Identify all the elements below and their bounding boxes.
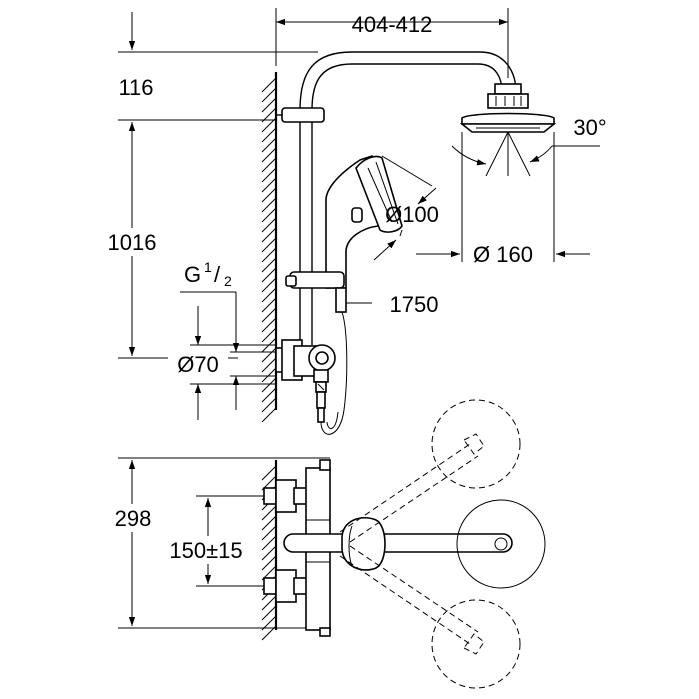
wall-hatch-line [261,227,277,243]
wall-hatch-line [261,347,277,363]
overall-width-dimension: 404-412 [275,8,509,78]
top-offset-dimension: 116 [118,12,318,121]
wall-hatch-line [261,317,277,333]
shower-arm-plan [283,499,546,589]
wall-hatch-line [261,397,277,413]
wall-hatch-line [261,515,277,531]
wall-hatch-line [261,277,277,293]
wall-hatch-line [261,465,277,481]
wall-hatch-line [261,147,277,163]
wall-hatch-line [261,377,277,393]
rail-height-dimension: 1016 [100,122,238,359]
hand-diameter-label: Ø100 [385,202,439,227]
spray-angle-label: 30° [573,115,606,140]
wall-hatch-line [261,187,277,203]
flange-diameter-label: Ø70 [177,352,219,377]
wall-hatch-line [261,605,277,621]
wall-hatch-line [261,327,277,343]
mixer-height-label: 298 [115,506,152,531]
connection-dimensions: G 1 / 2 Ø70 [168,259,276,420]
wall-hatch-line [261,595,277,611]
wall-hatch-line [261,177,277,193]
wall-hatch-line [261,127,277,143]
rail-height-label: 1016 [108,230,157,255]
rotation-ghost-upper [339,399,521,543]
thread-fraction-slash: / [214,262,221,287]
wall-hatch-line [261,207,277,223]
wall-hatch-line [261,545,277,561]
top-offset-label: 116 [118,75,153,100]
wall-hatch-line [261,367,277,383]
hand-shower-holder: 1750 [285,271,439,317]
overall-width-label: 404-412 [352,12,433,37]
head-diameter-label: Ø 160 [473,242,533,267]
inlet-spacing-label: 150±15 [169,538,242,563]
spray-angle-indicator: 30° [451,115,607,177]
wall-hatch-line [261,217,277,233]
wall-hatch-line [261,287,277,303]
wall-hatch-line [261,307,277,323]
wall-hatch-line [261,87,277,103]
thread-prefix: G [184,262,201,287]
hose-length-label: 1750 [390,292,439,317]
thread-numerator: 1 [204,259,212,275]
wall-hatch-line [261,247,277,263]
wall-hatch-line [261,267,277,283]
thermostat-mixer-front [275,311,348,435]
wall-hatch-line [261,257,277,273]
wall-hatch-line [261,97,277,113]
thread-denominator: 2 [224,273,232,289]
wall-hatch-line [261,137,277,153]
wall-hatch-line [261,555,277,571]
rotation-ghost-lower [339,545,521,689]
wall-hatch-line [261,505,277,521]
wall-hatch-line [261,525,277,541]
head-diameter-dimension: Ø 160 [416,132,590,267]
wall-hatch-line [261,387,277,403]
wall-lower [261,460,278,641]
wall-hatch-line [261,357,277,373]
wall-hatch-line [261,167,277,183]
head-shower [459,83,557,133]
mixer-height-dimension: 298 [104,457,330,629]
wall-upper [261,72,278,423]
wall-hatch-line [261,157,277,173]
wall-hatch-line [261,197,277,213]
wall-hatch-line [261,77,277,93]
hand-shower: Ø100 [325,154,439,289]
wall-hatch-line [261,297,277,313]
inlet-spacing-dimension: 150±15 [160,495,270,587]
wall-hatch-line [261,407,277,423]
wall-hatch-line [261,535,277,551]
shower-riser-pipe [276,51,517,345]
wall-hatch-line [261,237,277,253]
